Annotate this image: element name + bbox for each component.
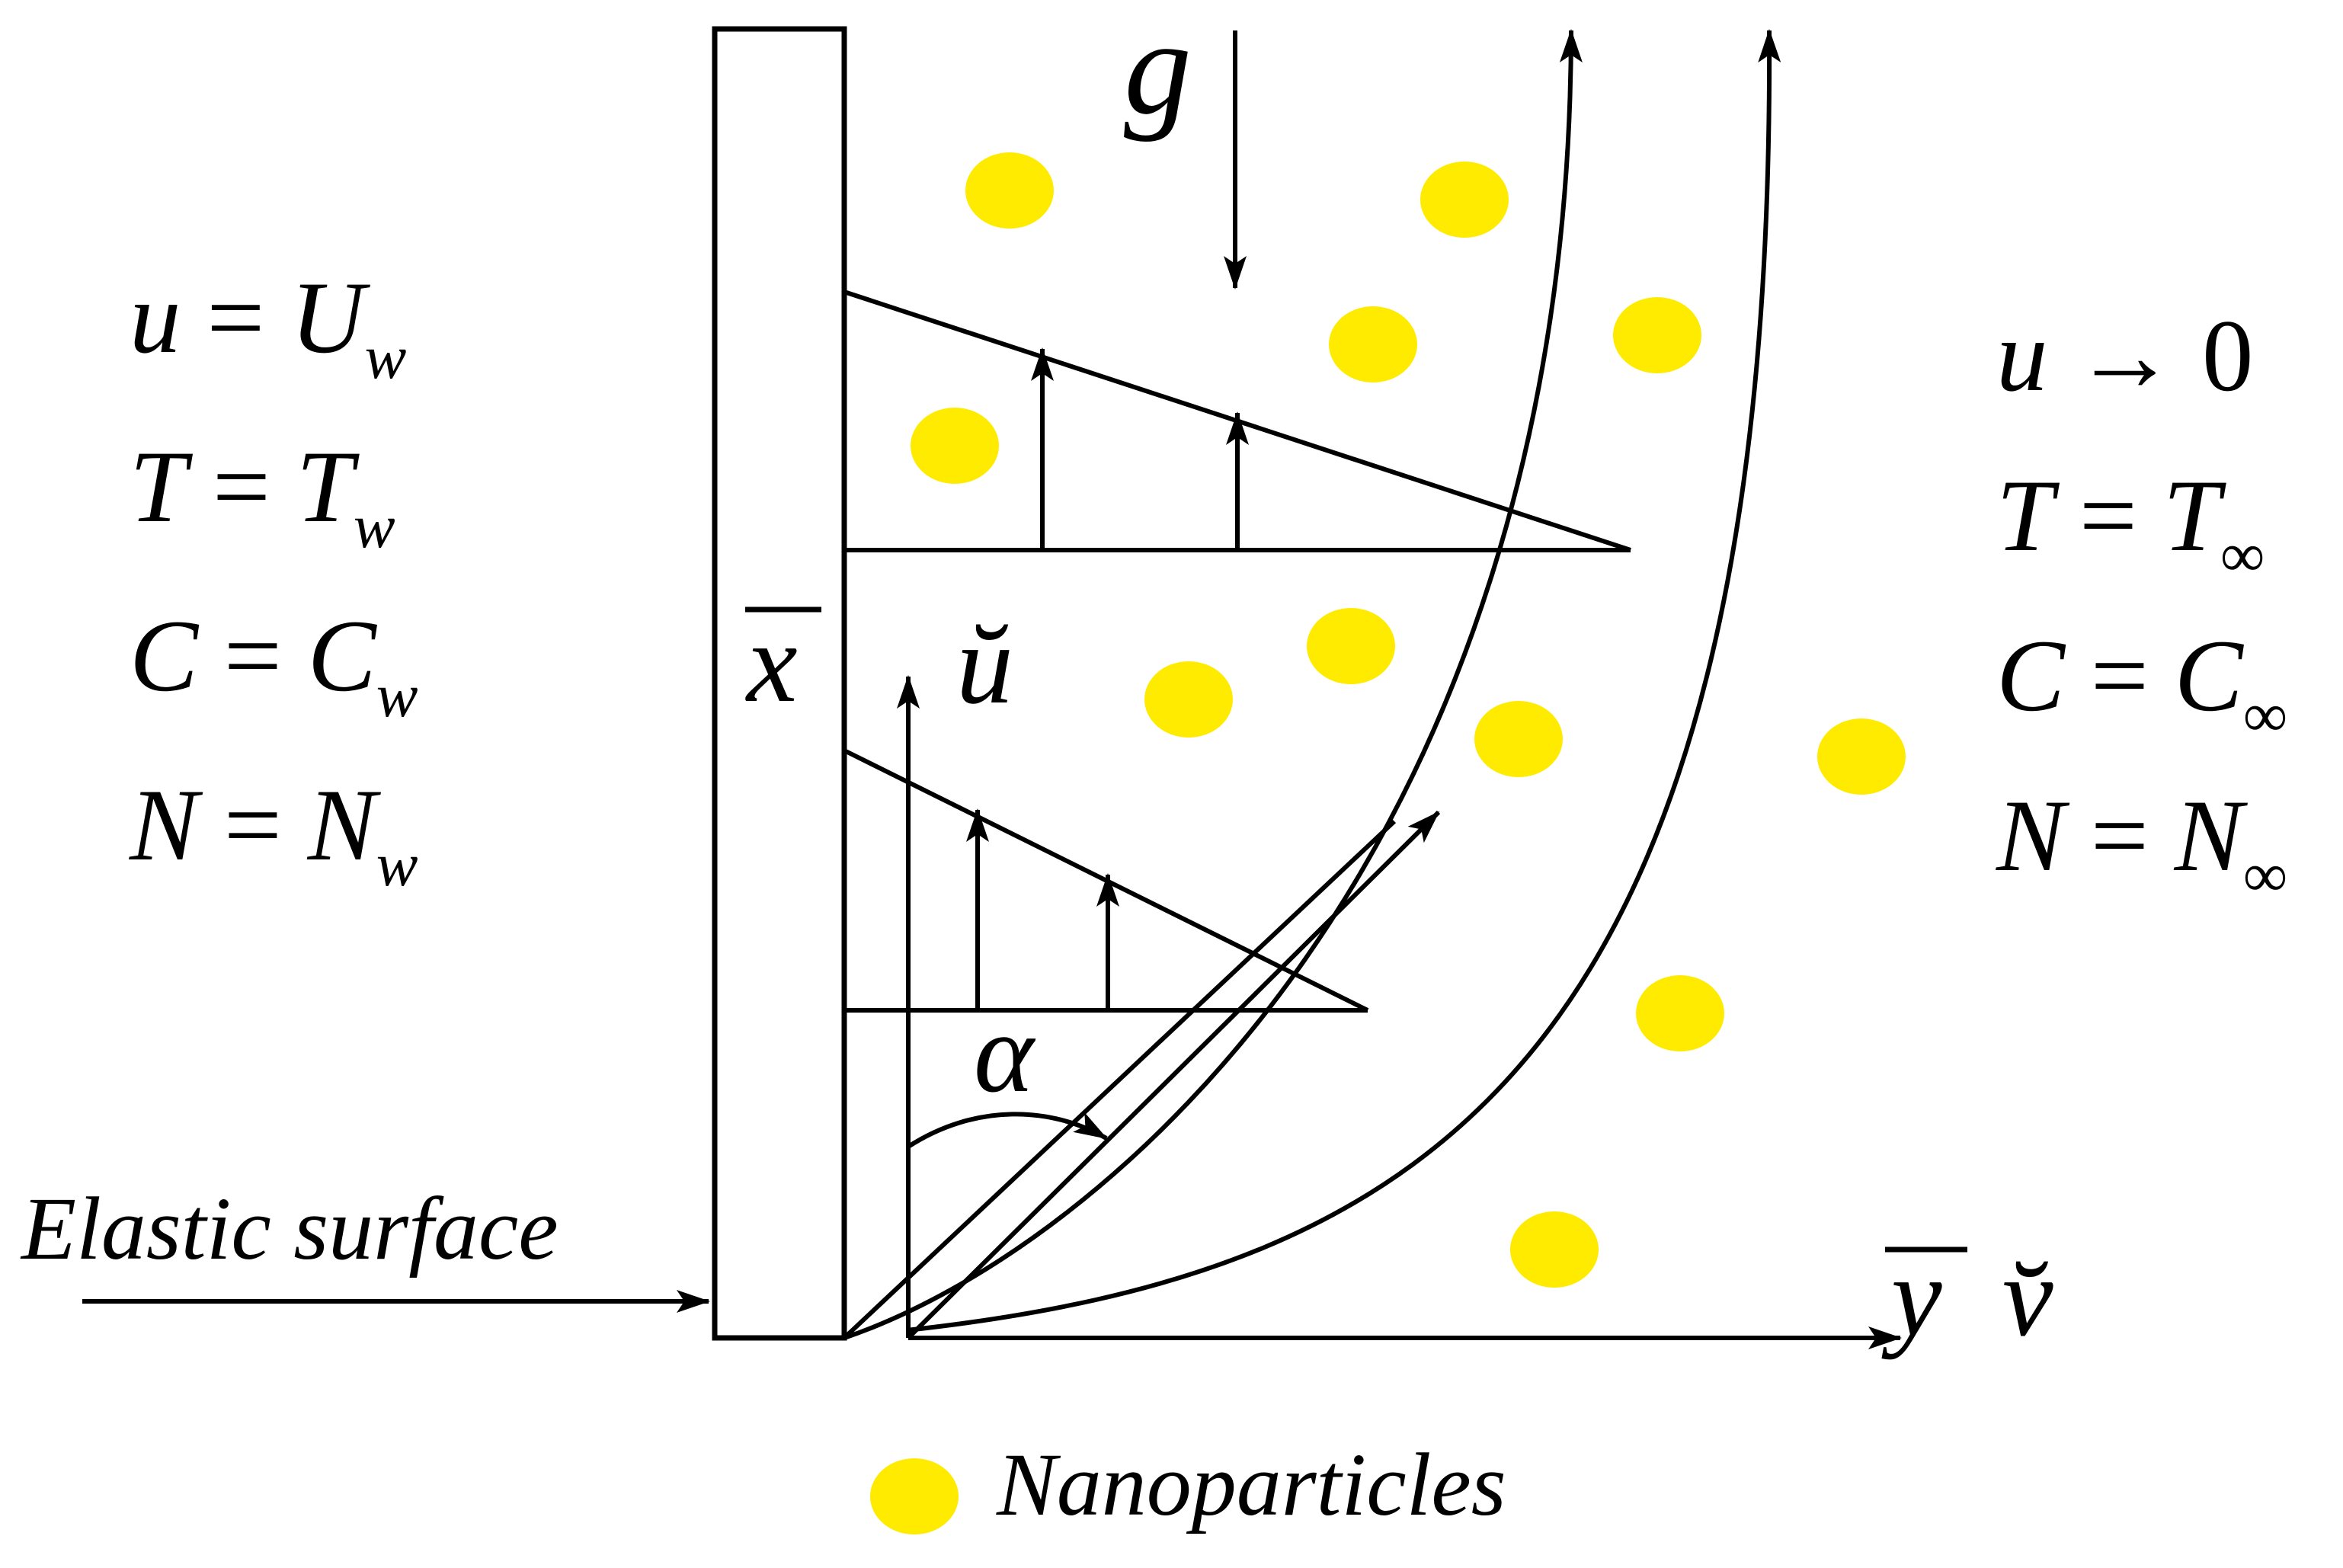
legend-nanoparticle-icon xyxy=(870,1458,959,1534)
legend-label: Nanoparticles xyxy=(996,1435,1506,1534)
x-axis-label: x xyxy=(745,600,821,726)
u-velocity-symbol: ŭ xyxy=(956,601,1013,728)
wall-conditions: u = Uw T = Tw C = Cw N = Nw xyxy=(129,261,418,899)
nanoparticle xyxy=(911,408,999,484)
lower-velocity-profile xyxy=(843,748,1369,1013)
wall-condition-2: C = Cw xyxy=(130,600,418,730)
inclined-line xyxy=(842,819,1397,1340)
nanoparticle xyxy=(1613,297,1701,373)
elastic-surface-plate xyxy=(712,26,847,1341)
nanoparticle xyxy=(965,152,1054,229)
nanoparticle xyxy=(1144,661,1233,738)
x-symbol: x xyxy=(745,600,798,726)
angle-arc xyxy=(907,1112,1108,1149)
nanoparticle xyxy=(1329,306,1417,382)
v-velocity-symbol: v̆ xyxy=(2002,1234,2053,1360)
nanoparticle xyxy=(1307,608,1395,684)
inclined-arrow xyxy=(906,810,1441,1340)
y-symbol: y xyxy=(1881,1234,1942,1360)
far-field-conditions: u → 0 T = T∞ C = C∞ N = N∞ xyxy=(1996,299,2287,910)
legend: Nanoparticles xyxy=(870,1435,1506,1534)
streamline-outer xyxy=(906,29,1781,1333)
gravity-symbol: g xyxy=(1124,0,1192,142)
far-condition-2: C = C∞ xyxy=(1996,619,2287,750)
angle-symbol: α xyxy=(974,990,1036,1116)
nanoparticle xyxy=(1474,701,1563,777)
wall-condition-1: T = Tw xyxy=(130,430,395,561)
nanoparticle xyxy=(1817,718,1906,795)
y-axis-label: y xyxy=(1881,1234,1967,1360)
nanoparticle xyxy=(1510,1211,1599,1288)
nanoparticles xyxy=(911,152,1906,1288)
wall-condition-3: N = Nw xyxy=(129,769,418,899)
far-condition-1: T = T∞ xyxy=(1996,459,2265,590)
streamline-inner xyxy=(843,29,1583,1340)
far-condition-3: N = N∞ xyxy=(1996,779,2287,910)
elastic-surface-label: Elastic surface xyxy=(20,1179,559,1278)
far-condition-0: u → 0 xyxy=(1996,299,2254,413)
wall-condition-0: u = Uw xyxy=(130,261,407,392)
nanoparticle xyxy=(1420,162,1509,238)
nanoparticle xyxy=(1636,975,1724,1051)
